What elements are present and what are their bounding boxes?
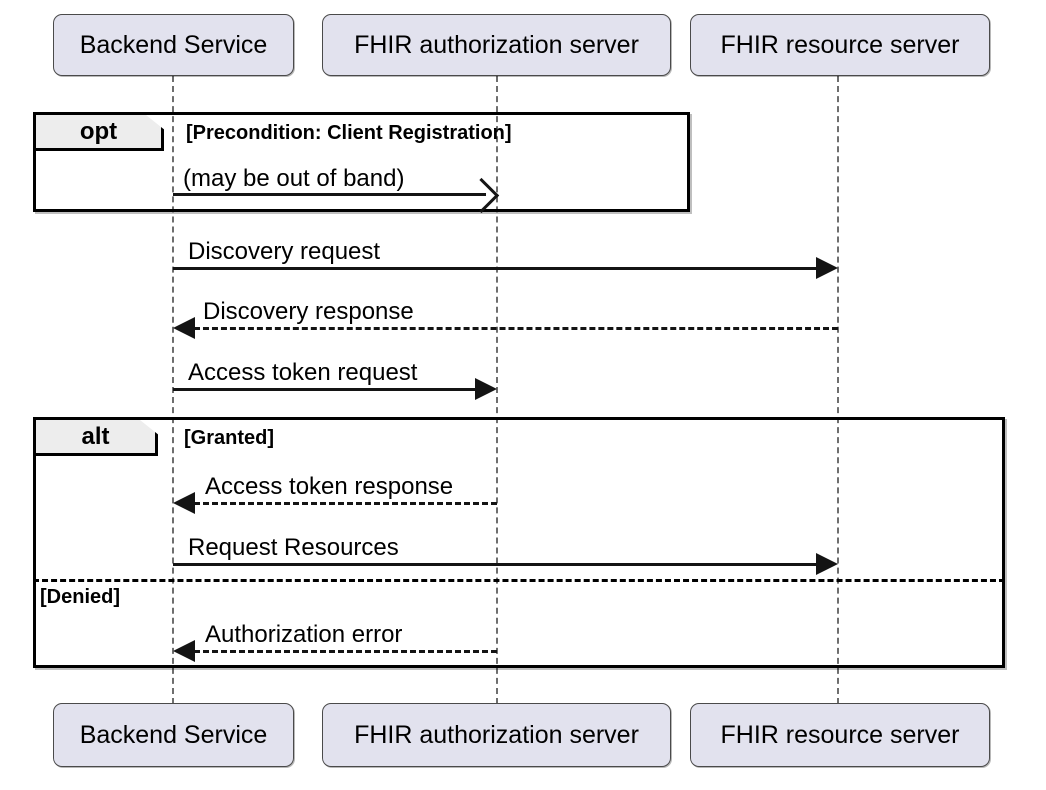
alt-fragment [33, 417, 1005, 668]
alt-fragment-operator-tab: alt [36, 420, 158, 456]
opt-fragment-condition: [Precondition: Client Registration] [186, 122, 512, 144]
message-arrowhead-m6 [816, 553, 838, 575]
participant-header-resource[interactable]: FHIR resource server [690, 14, 990, 76]
message-line-m5 [194, 502, 497, 505]
message-label-m6: Request Resources [188, 534, 399, 561]
lifeline-resource [837, 76, 839, 704]
opt-fragment [33, 112, 690, 212]
message-label-m1: (may be out of band) [183, 165, 405, 192]
participant-header-auth[interactable]: FHIR authorization server [322, 14, 671, 76]
participant-footer-resource-label: FHIR resource server [720, 720, 960, 749]
participant-header-backend[interactable]: Backend Service [53, 14, 294, 76]
participant-header-backend-label: Backend Service [79, 30, 268, 59]
opt-fragment-operator-label: opt [79, 117, 118, 145]
participant-footer-backend[interactable]: Backend Service [53, 703, 294, 767]
message-line-m3 [194, 327, 838, 330]
message-arrowhead-m3 [173, 317, 195, 339]
message-label-m5: Access token response [205, 473, 454, 500]
message-line-m6 [173, 563, 818, 566]
participant-header-resource-label: FHIR resource server [720, 30, 960, 59]
message-label-m2: Discovery request [188, 238, 381, 265]
lifeline-auth [496, 76, 498, 704]
message-label-m7: Authorization error [205, 621, 403, 648]
alt-fragment-operator-label: alt [81, 422, 110, 450]
participant-header-auth-label: FHIR authorization server [354, 30, 639, 59]
message-arrowhead-m5 [173, 492, 195, 514]
participant-footer-resource[interactable]: FHIR resource server [690, 703, 990, 767]
alt-fragment-condition: [Granted] [184, 427, 274, 449]
message-line-m1 [173, 193, 486, 196]
message-line-m7 [194, 650, 497, 653]
message-arrowhead-m4 [475, 378, 497, 400]
message-line-m2 [173, 267, 818, 270]
opt-fragment-operator-tab: opt [36, 115, 164, 151]
message-line-m4 [173, 388, 477, 391]
alt-fragment-divider [33, 579, 1005, 582]
participant-footer-backend-label: Backend Service [79, 720, 268, 749]
participant-footer-auth[interactable]: FHIR authorization server [322, 703, 671, 767]
message-label-m4: Access token request [188, 359, 418, 386]
message-arrowhead-m2 [816, 257, 838, 279]
alt-fragment-else-condition: [Denied] [40, 586, 120, 608]
participant-footer-auth-label: FHIR authorization server [354, 720, 639, 749]
message-arrowhead-m7 [173, 640, 195, 662]
message-label-m3: Discovery response [203, 298, 414, 325]
